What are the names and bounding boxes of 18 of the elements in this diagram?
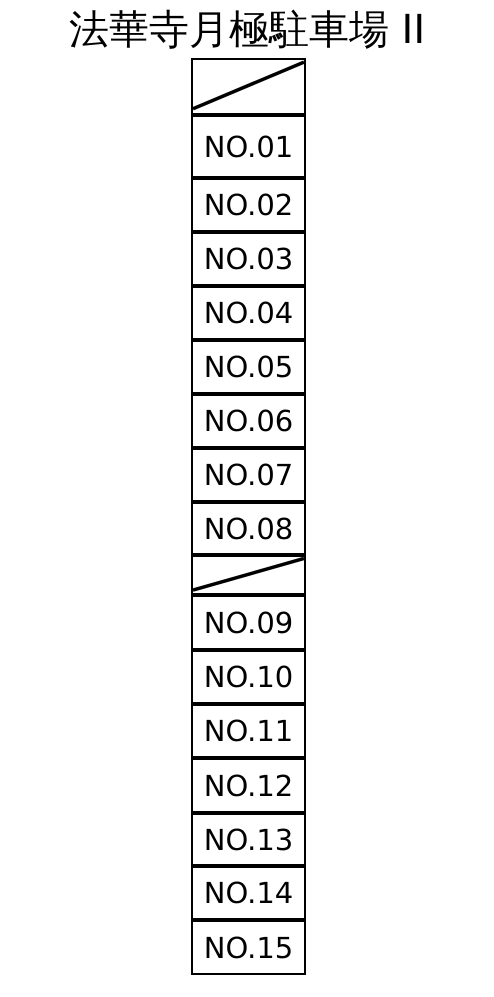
blocked-space bbox=[191, 555, 306, 595]
parking-space: NO.11 bbox=[191, 704, 306, 758]
parking-space: NO.02 bbox=[191, 178, 306, 232]
parking-space: NO.12 bbox=[191, 758, 306, 813]
parking-space: NO.04 bbox=[191, 286, 306, 340]
parking-space: NO.07 bbox=[191, 448, 306, 502]
title: 法華寺月極駐車場 II bbox=[68, 6, 426, 55]
parking-space: NO.03 bbox=[191, 232, 306, 286]
parking-space: NO.09 bbox=[191, 595, 306, 650]
parking-space: NO.10 bbox=[191, 650, 306, 704]
parking-space: NO.14 bbox=[191, 866, 306, 920]
parking-space: NO.06 bbox=[191, 394, 306, 448]
parking-space: NO.15 bbox=[191, 920, 306, 975]
parking-space: NO.08 bbox=[191, 502, 306, 555]
blocked-space bbox=[191, 58, 306, 115]
parking-space: NO.13 bbox=[191, 813, 306, 866]
parking-space: NO.01 bbox=[191, 115, 306, 178]
parking-space: NO.05 bbox=[191, 340, 306, 394]
